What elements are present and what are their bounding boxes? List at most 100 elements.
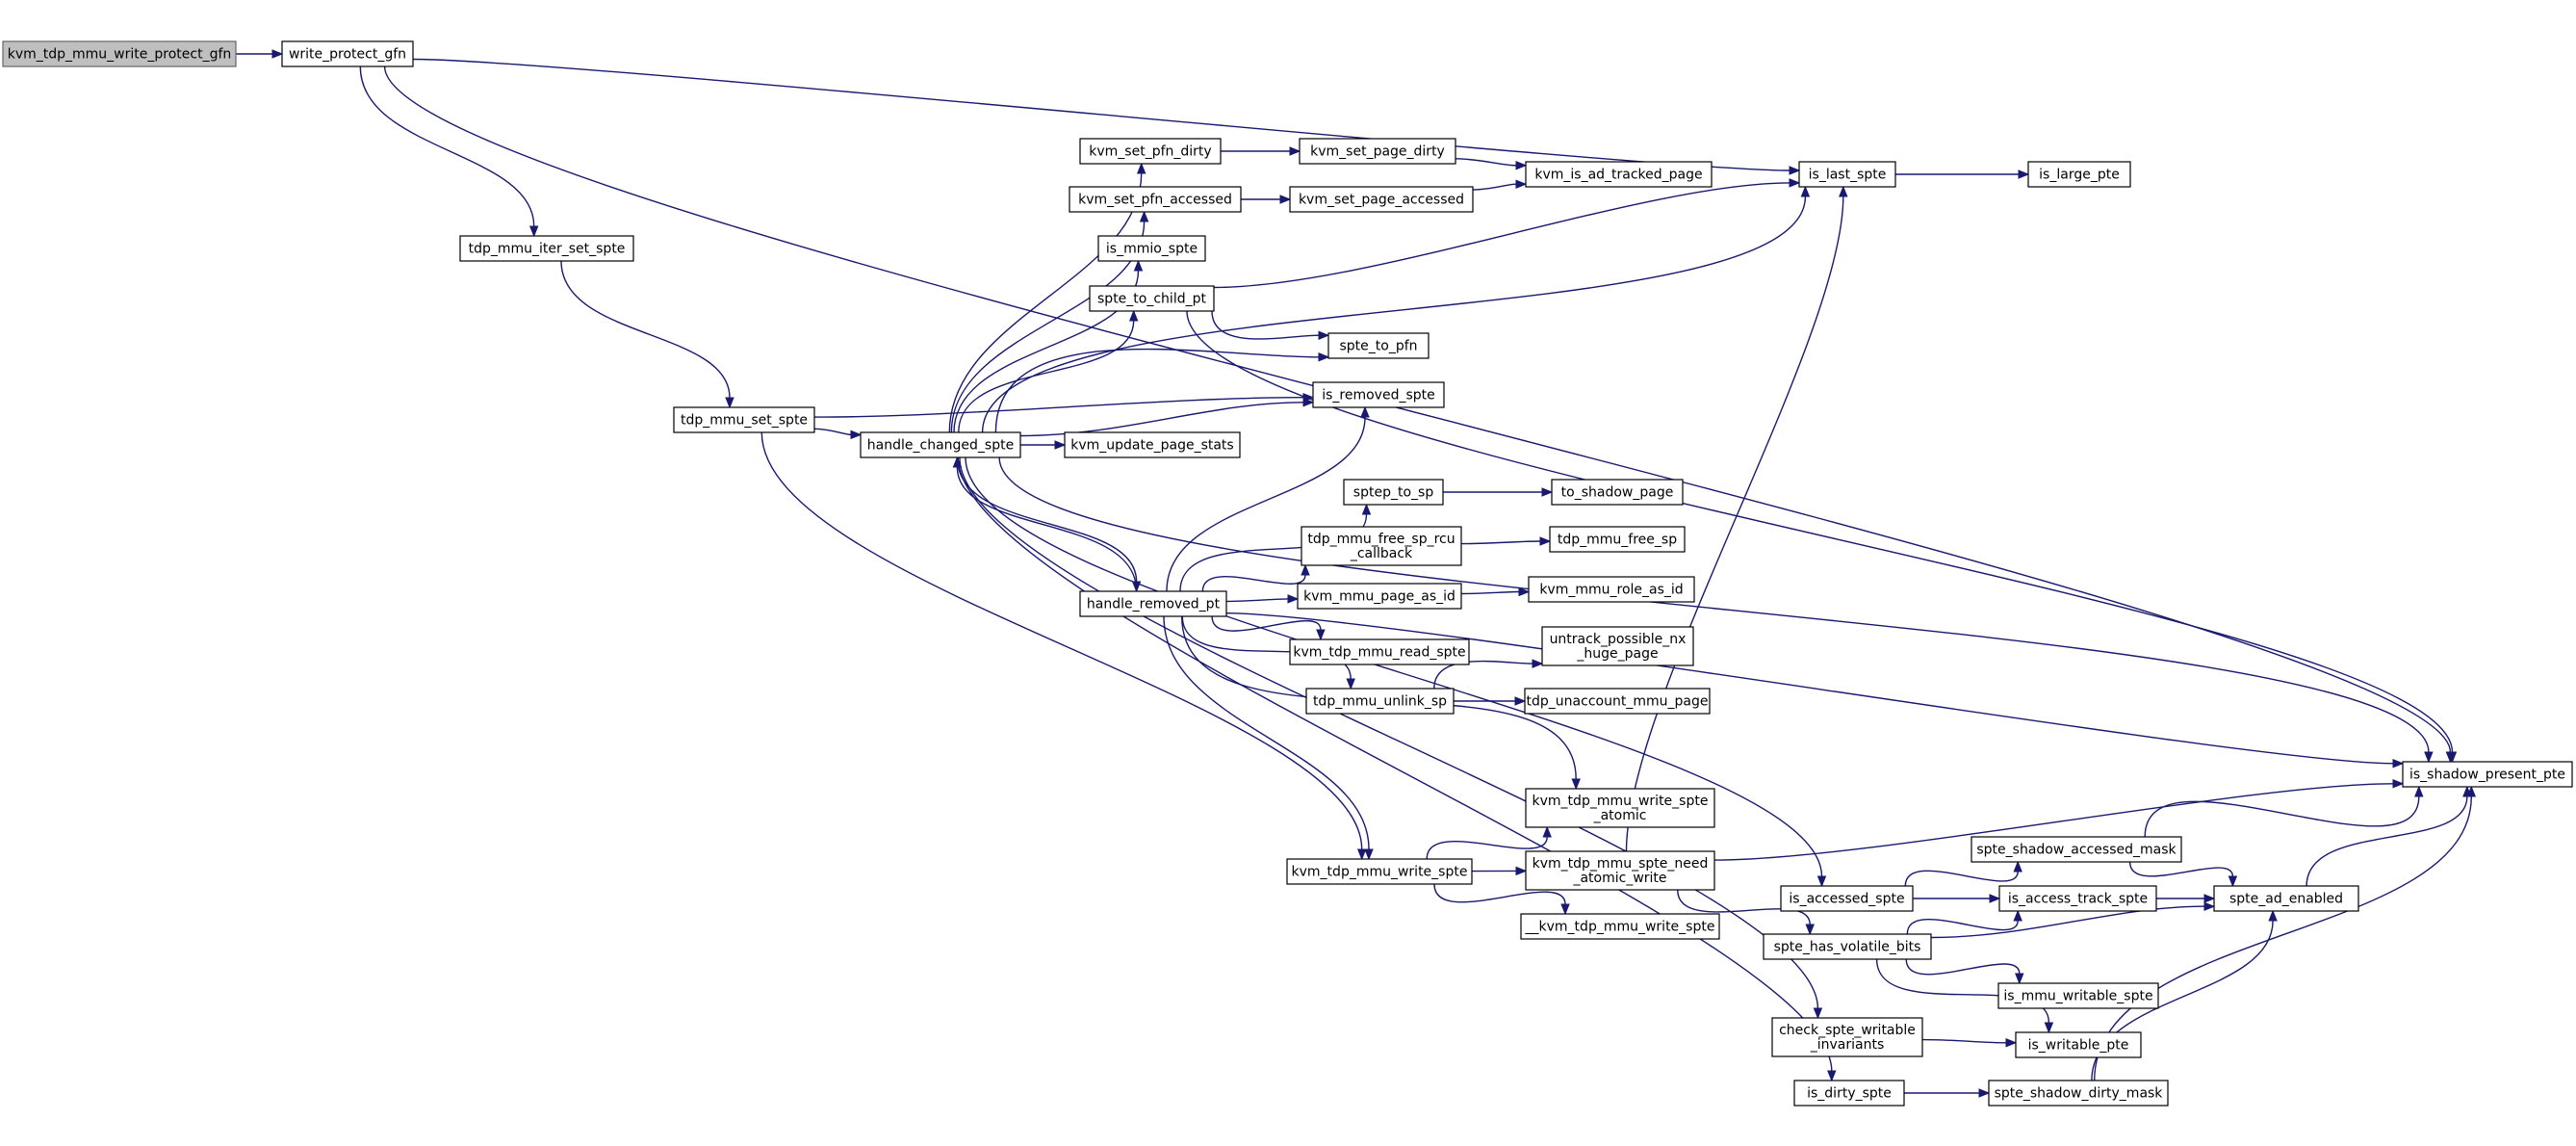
node-box [1525,788,1715,828]
node-writespte[interactable]: kvm_tdp_mmu_write_spte [1286,858,1473,885]
node-iterset[interactable]: tdp_mmu_iter_set_spte [459,235,634,262]
node-needatomic[interactable]: kvm_tdp_mmu_spte_need_atomic_write [1525,850,1715,891]
node-hcs[interactable]: handle_changed_spte [860,431,1021,458]
node-label: is_access_track_spte [2008,892,2148,907]
edge-s2cpt-to-shadowpresent [1186,310,2458,764]
node-wratomic[interactable]: kvm_tdp_mmu_write_spte_atomic [1525,788,1715,828]
node-adenabled[interactable]: spte_ad_enabled [2213,885,2359,912]
node-unaccount[interactable]: tdp_unaccount_mmu_page [1524,688,1711,715]
edge-arrowhead [1827,1070,1837,1082]
node-label: spte_shadow_dirty_mask [1995,1086,2164,1102]
edge-arrowhead [2015,973,2024,985]
node-readspte[interactable]: kvm_tdp_mmu_read_spte [1289,638,1470,665]
edge-line [813,397,1304,418]
node-label: __kvm_tdp_mmu_write_spte [1525,920,1715,935]
node-box [1771,1017,1923,1057]
edge-unlink-to-unaccount [1454,696,1527,706]
node-isremoved[interactable]: is_removed_spte [1312,381,1445,408]
node-acctrack[interactable]: is_access_track_spte [1998,885,2157,912]
node-adtracked[interactable]: kvm_is_ad_tracked_page [1525,161,1713,188]
node-islast[interactable]: is_last_spte [1798,161,1896,188]
edge-arrowhead [850,430,863,440]
node-wpg[interactable]: write_protect_gfn [281,40,414,67]
edge-wpg-to-iterset [359,65,539,238]
node-box [1069,186,1242,213]
node-label: _atomic [1593,808,1647,823]
edge-arrowhead [1805,924,1815,936]
node-freercu[interactable]: tdp_mmu_free_sp_rcu_callback [1301,526,1462,566]
edge-pfndirty-to-pagedirty [1221,146,1301,156]
edge-line [1930,905,2205,939]
node-unlink[interactable]: tdp_mmu_unlink_sp [1305,688,1455,715]
node-box [1305,688,1455,715]
edge-sptep2sp-to-toshadow [1443,487,1554,497]
node-mmuwritable[interactable]: is_mmu_writable_spte [1997,982,2159,1009]
node-hrp[interactable]: handle_removed_pt [1079,590,1227,617]
edge-line [560,260,731,399]
node-isaccessed[interactable]: is_accessed_spte [1780,885,1914,912]
node-iswritable[interactable]: is_writable_pte [2015,1031,2142,1058]
node-root[interactable]: kvm_tdp_mmu_write_protect_gfn [2,40,237,67]
edge-line [1472,183,1517,191]
node-box [1528,576,1695,603]
node-toshadow[interactable]: to_shadow_page [1551,479,1684,506]
edge-arrowhead [1346,678,1355,690]
edge-adenabled-to-shadowpresent [2306,785,2472,887]
edge-arrowhead [1978,1088,1991,1098]
edge-line [957,456,1833,1072]
node-mmio[interactable]: is_mmio_spte [1097,235,1206,262]
node-setspte[interactable]: tdp_mmu_set_spte [673,406,815,433]
node-updstats[interactable]: kvm_update_page_stats [1064,431,1241,458]
node-volatile[interactable]: spte_has_volatile_bits [1763,933,1932,960]
node-shadowpresent[interactable]: is_shadow_present_pte [2402,761,2573,788]
edge-arrowhead [1356,848,1367,861]
node-untrack[interactable]: untrack_possible_nx_huge_page [1541,626,1694,666]
edge-line [1201,574,1306,592]
node-roleasid[interactable]: kvm_mmu_role_as_id [1528,576,1695,603]
node-checkwr[interactable]: check_spte_writable_invariants [1771,1017,1923,1057]
node-box [1549,526,1686,553]
node-label: spte_has_volatile_bits [1774,940,1921,955]
node-freesp[interactable]: tdp_mmu_free_sp [1549,526,1686,553]
node-accmask[interactable]: spte_shadow_accessed_mask [1971,836,2182,863]
node-box [1524,688,1711,715]
edge-needatomic-to-volatile [1677,889,1815,936]
node-uuwrite[interactable]: __kvm_tdp_mmu_write_spte [1520,913,1720,940]
edge-hrp-to-writespte [1163,615,1374,861]
edge-hcs-to-isremoved [1019,398,1315,437]
node-dirtymask[interactable]: spte_shadow_dirty_mask [1988,1080,2169,1107]
edge-needatomic-to-islast [1625,185,1848,852]
node-s2cpt[interactable]: spte_to_child_pt [1089,285,1215,312]
edge-arrowhead [528,225,539,238]
edge-line [1455,158,1517,167]
node-box [1998,885,2157,912]
node-s2pfn[interactable]: spte_to_pfn [1327,332,1430,359]
edge-arrowhead [1139,210,1149,222]
node-label: tdp_mmu_unlink_sp [1313,694,1447,710]
node-pageacc[interactable]: kvm_set_page_accessed [1289,186,1474,213]
edge-arrowhead [1054,440,1067,450]
edge-line [760,431,1363,850]
node-box [1079,138,1222,165]
node-label: spte_shadow_accessed_mask [1976,843,2177,858]
node-box [860,431,1021,458]
node-pfnacc[interactable]: kvm_set_pfn_accessed [1069,186,1242,213]
node-islarge[interactable]: is_large_pte [2027,161,2131,188]
node-label: is_accessed_spte [1789,892,1904,907]
edge-line [1906,919,2019,935]
node-label: spte_to_pfn [1339,339,1417,354]
node-isdirty[interactable]: is_dirty_spte [1793,1080,1905,1107]
node-pfndirty[interactable]: kvm_set_pfn_dirty [1079,138,1222,165]
node-pageasid[interactable]: kvm_mmu_page_as_id [1297,583,1462,610]
edge-writespte-to-needatomic [1471,866,1528,876]
edge-hrp-to-hcs [952,456,1138,592]
node-label: kvm_set_page_dirty [1310,144,1445,160]
edge-hcs-to-pfndirty [948,162,1146,433]
node-label: is_writable_pte [2028,1038,2129,1054]
edge-setspte-to-hcs [813,428,863,440]
node-pagedirty[interactable]: kvm_set_page_dirty [1299,138,1456,165]
node-label: tdp_mmu_set_spte [681,413,808,429]
node-sptep2sp[interactable]: sptep_to_sp [1343,479,1444,506]
node-label: tdp_mmu_iter_set_spte [469,242,626,257]
edge-hcs-to-s2cpt [958,309,1139,433]
